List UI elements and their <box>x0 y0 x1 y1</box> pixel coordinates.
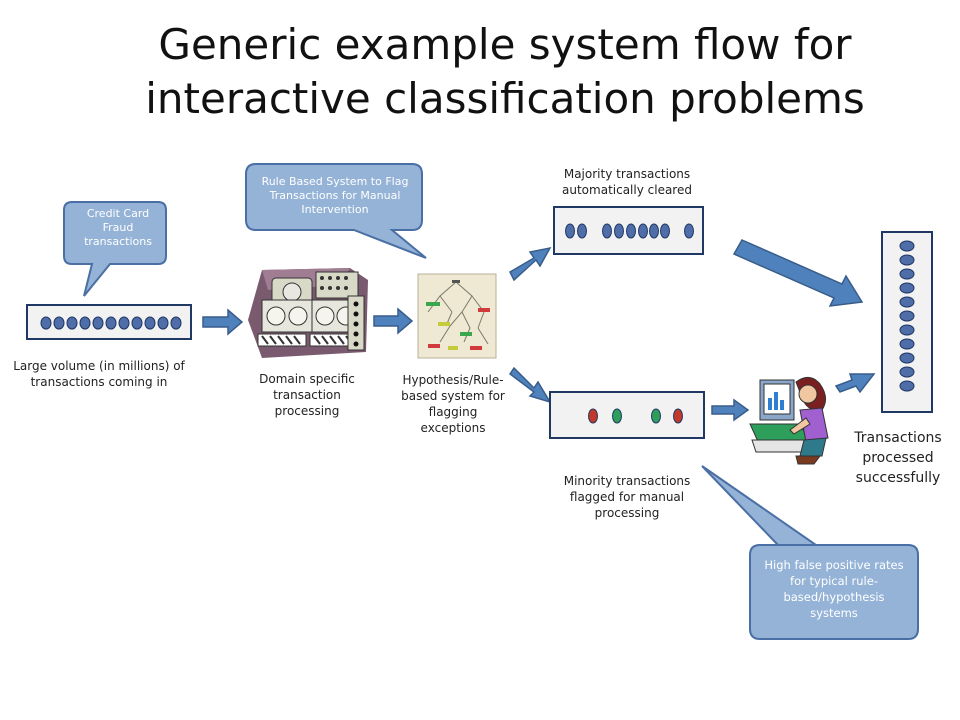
transaction-dot <box>565 223 575 239</box>
title-line-2: interactive classification problems <box>145 74 865 123</box>
transaction-dot <box>614 223 624 239</box>
label-large-volume: Large volume (in millions) of transactio… <box>13 359 185 389</box>
arrow-icon <box>509 246 552 282</box>
transaction-dot <box>899 352 915 364</box>
arrow-icon <box>711 398 750 422</box>
transaction-dot <box>53 316 65 330</box>
transaction-dot <box>170 316 182 330</box>
transaction-dot <box>638 223 648 239</box>
transaction-dot <box>626 223 636 239</box>
title-line-1: Generic example system flow for <box>158 20 852 69</box>
transaction-dot <box>899 254 915 266</box>
transaction-dot <box>118 316 130 330</box>
label-processed: Transactions processed successfully <box>854 430 942 486</box>
transaction-dot-flagged <box>673 408 683 424</box>
transaction-dot <box>144 316 156 330</box>
transaction-dot <box>899 380 915 392</box>
transaction-dot <box>577 223 587 239</box>
transaction-dot-flagged <box>588 408 598 424</box>
callout-rule-based <box>245 163 427 259</box>
transaction-dot <box>649 223 659 239</box>
transaction-dot <box>602 223 612 239</box>
transaction-dot <box>79 316 91 330</box>
transaction-dot <box>899 310 915 322</box>
label-majority: Majority transactions automatically clea… <box>562 167 692 197</box>
transaction-dot <box>157 316 169 330</box>
arrow-icon <box>732 239 864 307</box>
transaction-dot <box>899 338 915 350</box>
arrow-icon <box>202 308 244 336</box>
callout-false-positive-text: High false positive rates for typical ru… <box>764 558 904 620</box>
transaction-dot <box>899 240 915 252</box>
transaction-dot <box>92 316 104 330</box>
transaction-dot <box>131 316 143 330</box>
transaction-dot <box>899 324 915 336</box>
callout-credit-card <box>63 201 167 297</box>
callout-credit-card-text: Credit Card Fraud transactions <box>84 207 152 248</box>
transaction-dot <box>40 316 52 330</box>
transaction-dot <box>899 296 915 308</box>
incoming-dots <box>40 316 182 330</box>
majority-dots <box>565 223 694 239</box>
transaction-dot <box>66 316 78 330</box>
decision-tree-icon <box>417 273 497 359</box>
callout-false-positive <box>701 465 919 640</box>
output-dots <box>899 240 915 392</box>
transaction-dot <box>899 282 915 294</box>
operator-at-computer-icon <box>749 377 829 465</box>
transaction-dot-flagged <box>612 408 622 424</box>
minority-dots <box>588 408 683 424</box>
transaction-dot <box>899 268 915 280</box>
transaction-dot <box>105 316 117 330</box>
label-domain-specific: Domain specific transaction processing <box>259 372 355 418</box>
transaction-dot <box>899 366 915 378</box>
transaction-dot <box>684 223 694 239</box>
callout-rule-based-text: Rule Based System to Flag Transactions f… <box>261 175 409 216</box>
label-hypothesis: Hypothesis/Rule-based system for flaggin… <box>401 373 505 435</box>
machine-icon <box>248 268 368 358</box>
arrow-icon <box>373 307 414 335</box>
label-minority: Minority transactions flagged for manual… <box>563 474 691 520</box>
transaction-dot <box>660 223 670 239</box>
arrow-icon <box>508 366 552 404</box>
transaction-dot-flagged <box>651 408 661 424</box>
slide-title: Generic example system flow for interact… <box>0 18 960 126</box>
arrow-icon <box>834 373 876 394</box>
